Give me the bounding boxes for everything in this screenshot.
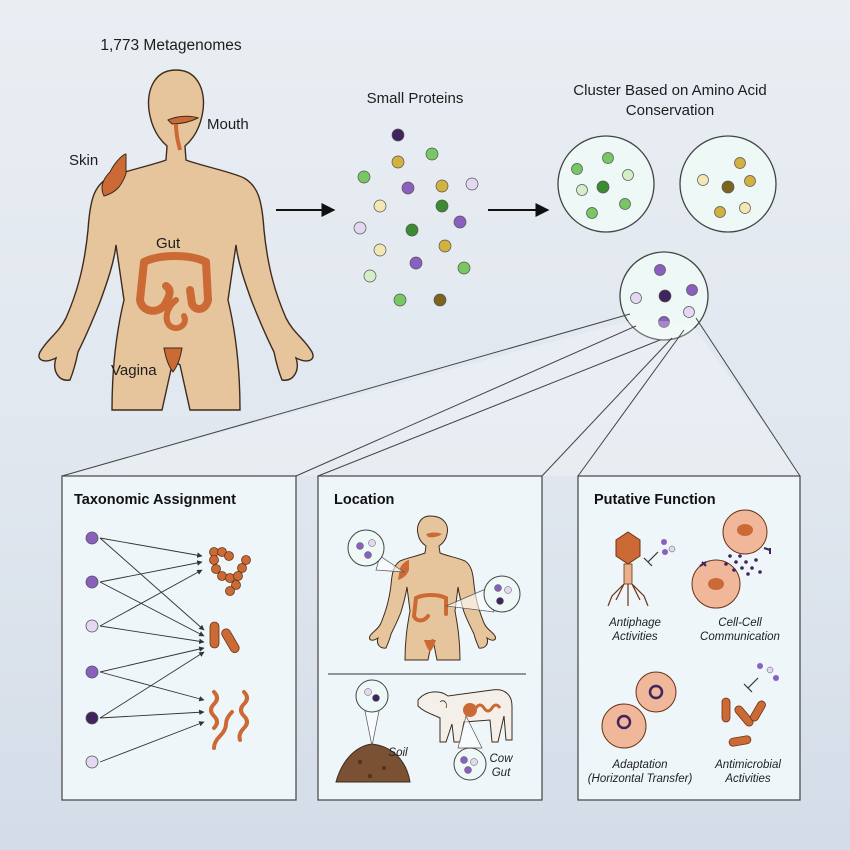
cow-figure xyxy=(417,689,513,781)
cluster-label-line2: Conservation xyxy=(625,102,715,119)
cow-gut-label-line2: Gut xyxy=(491,767,511,779)
adaptation-label-line2: (Horizontal Transfer) xyxy=(587,773,693,785)
cluster-label-line1: Cluster Based on Amino Acid xyxy=(573,82,767,99)
cluster-bubble-green xyxy=(557,135,655,233)
human-body-figure xyxy=(38,69,314,411)
skin-sample-bubble xyxy=(347,529,406,573)
soil-mound xyxy=(335,679,411,783)
location-panel-title: Location xyxy=(334,492,395,508)
antimicrobial-icon xyxy=(721,663,779,747)
adaptation-cells-icon xyxy=(601,671,677,749)
gut-sample-bubble xyxy=(444,575,521,613)
rod-bacteria xyxy=(209,621,240,654)
cellcell-label-line2: Communication xyxy=(700,631,780,643)
cluster-bubble-purple xyxy=(619,251,709,341)
function-panel-title: Putative Function xyxy=(594,492,716,508)
vagina-label: Vagina xyxy=(111,362,157,379)
small-human-figure xyxy=(369,515,496,661)
bacteriophage-icon xyxy=(607,531,676,607)
small-proteins-label: Small Proteins xyxy=(366,90,464,107)
mouth-label: Mouth xyxy=(207,116,249,133)
cell-cell-communication-icon xyxy=(691,509,771,609)
gut-label: Gut xyxy=(156,235,181,252)
metagenomes-label: 1,773 Metagenomes xyxy=(100,37,242,54)
antiphage-label-line2: Activities xyxy=(612,631,658,643)
cow-gut-label-line1: Cow xyxy=(489,753,513,765)
adaptation-label-line1: Adaptation xyxy=(612,759,668,771)
cluster-bubble-gold xyxy=(679,135,777,233)
skin-label: Skin xyxy=(69,152,99,169)
cocci-chains xyxy=(209,547,251,596)
antiphage-label-line1: Antiphage xyxy=(609,617,661,629)
antimicrobial-label-line1: Antimicrobial xyxy=(715,759,781,771)
taxonomy-dots xyxy=(85,531,99,769)
spirilla-bacteria xyxy=(209,690,249,750)
small-proteins-dots xyxy=(353,128,479,307)
taxonomy-arrows xyxy=(99,537,205,763)
antimicrobial-label-line2: Activities xyxy=(725,773,771,785)
zoom-beams xyxy=(61,313,802,477)
soil-label: Soil xyxy=(388,747,408,759)
taxonomy-panel-title: Taxonomic Assignment xyxy=(74,492,236,508)
cellcell-label-line1: Cell-Cell xyxy=(718,617,762,629)
